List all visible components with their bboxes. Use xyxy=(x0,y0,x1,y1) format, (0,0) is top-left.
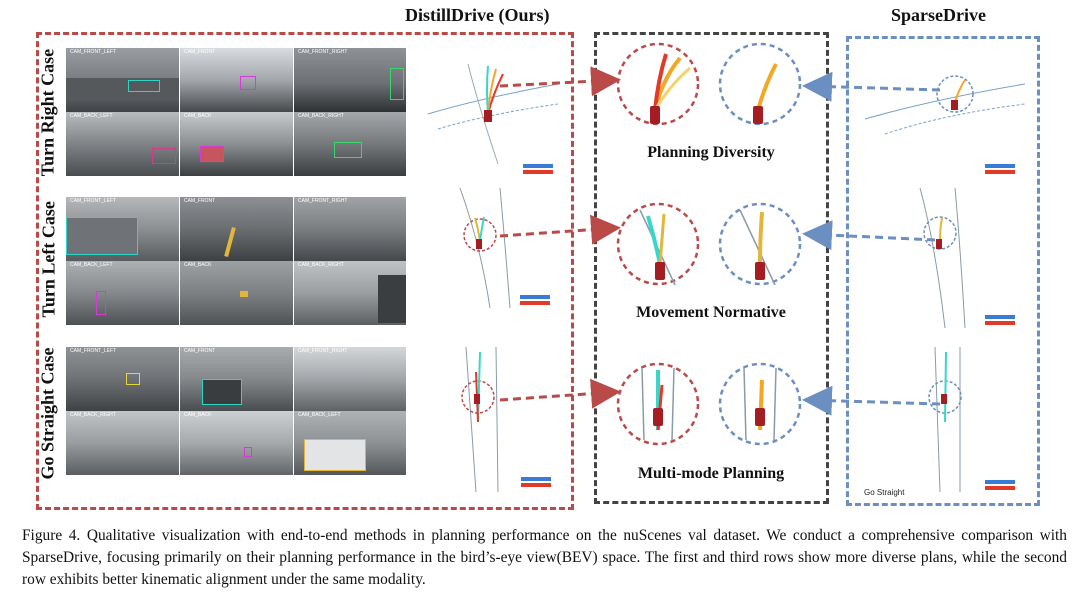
camera-image: CAM_FRONT_LEFT xyxy=(66,347,179,411)
camera-mosaic-turn-left: CAM_FRONT_LEFT CAM_FRONT CAM_FRONT_RIGHT… xyxy=(66,197,406,325)
bev-ours-turn-left xyxy=(459,187,550,309)
camera-image: CAM_FRONT xyxy=(180,48,293,112)
center-zoom-panel xyxy=(616,42,802,446)
arrow-ours-row3 xyxy=(499,378,621,409)
bev-ours-go-straight xyxy=(461,346,551,493)
camera-image: CAM_BACK_RIGHT xyxy=(66,411,179,475)
camera-image: CAM_FRONT_RIGHT xyxy=(294,347,406,411)
camera-image: CAM_BACK_RIGHT xyxy=(294,261,406,325)
camera-image: CAM_FRONT_RIGHT xyxy=(294,197,406,261)
camera-image: CAM_FRONT xyxy=(180,197,293,261)
camera-image: CAM_FRONT_RIGHT xyxy=(294,48,406,112)
ours-frame xyxy=(36,32,574,510)
camera-image: CAM_BACK_LEFT xyxy=(66,112,179,176)
arrow-ours-row1 xyxy=(499,66,621,97)
camera-image: CAM_FRONT_LEFT xyxy=(66,48,179,112)
arrow-sparse-row3 xyxy=(802,385,941,416)
arrow-sparse-row2 xyxy=(802,220,936,251)
camera-image: CAM_BACK_LEFT xyxy=(294,411,406,475)
camera-image: CAM_BACK xyxy=(180,411,293,475)
camera-image: CAM_FRONT_LEFT xyxy=(66,197,179,261)
arrow-ours-row2 xyxy=(499,214,621,245)
label-planning-diversity: Planning Diversity xyxy=(647,144,775,161)
label-multi-mode-planning: Multi-mode Planning xyxy=(637,465,785,482)
sparsedrive-frame xyxy=(846,36,1040,506)
ours-title: DistillDrive (Ours) xyxy=(405,5,550,25)
bev-go-straight-note: Go Straight xyxy=(864,488,905,497)
camera-image: CAM_BACK_RIGHT xyxy=(294,112,406,176)
camera-mosaic-turn-right: CAM_FRONT_LEFT CAM_FRONT CAM_FRONT_RIGHT… xyxy=(66,48,406,176)
center-frame xyxy=(594,32,829,504)
bev-sparse-turn-left xyxy=(919,187,1015,329)
arrows-layer xyxy=(499,66,941,416)
sparsedrive-title: SparseDrive xyxy=(891,5,986,25)
camera-mosaic-go-straight: CAM_FRONT_LEFT CAM_FRONT CAM_FRONT_RIGHT… xyxy=(66,347,406,475)
arrow-sparse-row1 xyxy=(802,71,941,102)
camera-image: CAM_FRONT xyxy=(180,347,293,411)
bev-sparse-go-straight xyxy=(928,346,1015,493)
bev-ours-turn-right xyxy=(427,63,559,174)
figure-caption: Figure 4. Qualitative visualization with… xyxy=(22,527,1067,588)
camera-image: CAM_BACK_LEFT xyxy=(66,261,179,325)
camera-image: CAM_BACK xyxy=(180,112,293,176)
camera-image: CAM_BACK xyxy=(180,261,293,325)
bev-sparse-turn-right xyxy=(864,75,1026,174)
label-movement-normative: Movement Normative xyxy=(636,304,786,321)
